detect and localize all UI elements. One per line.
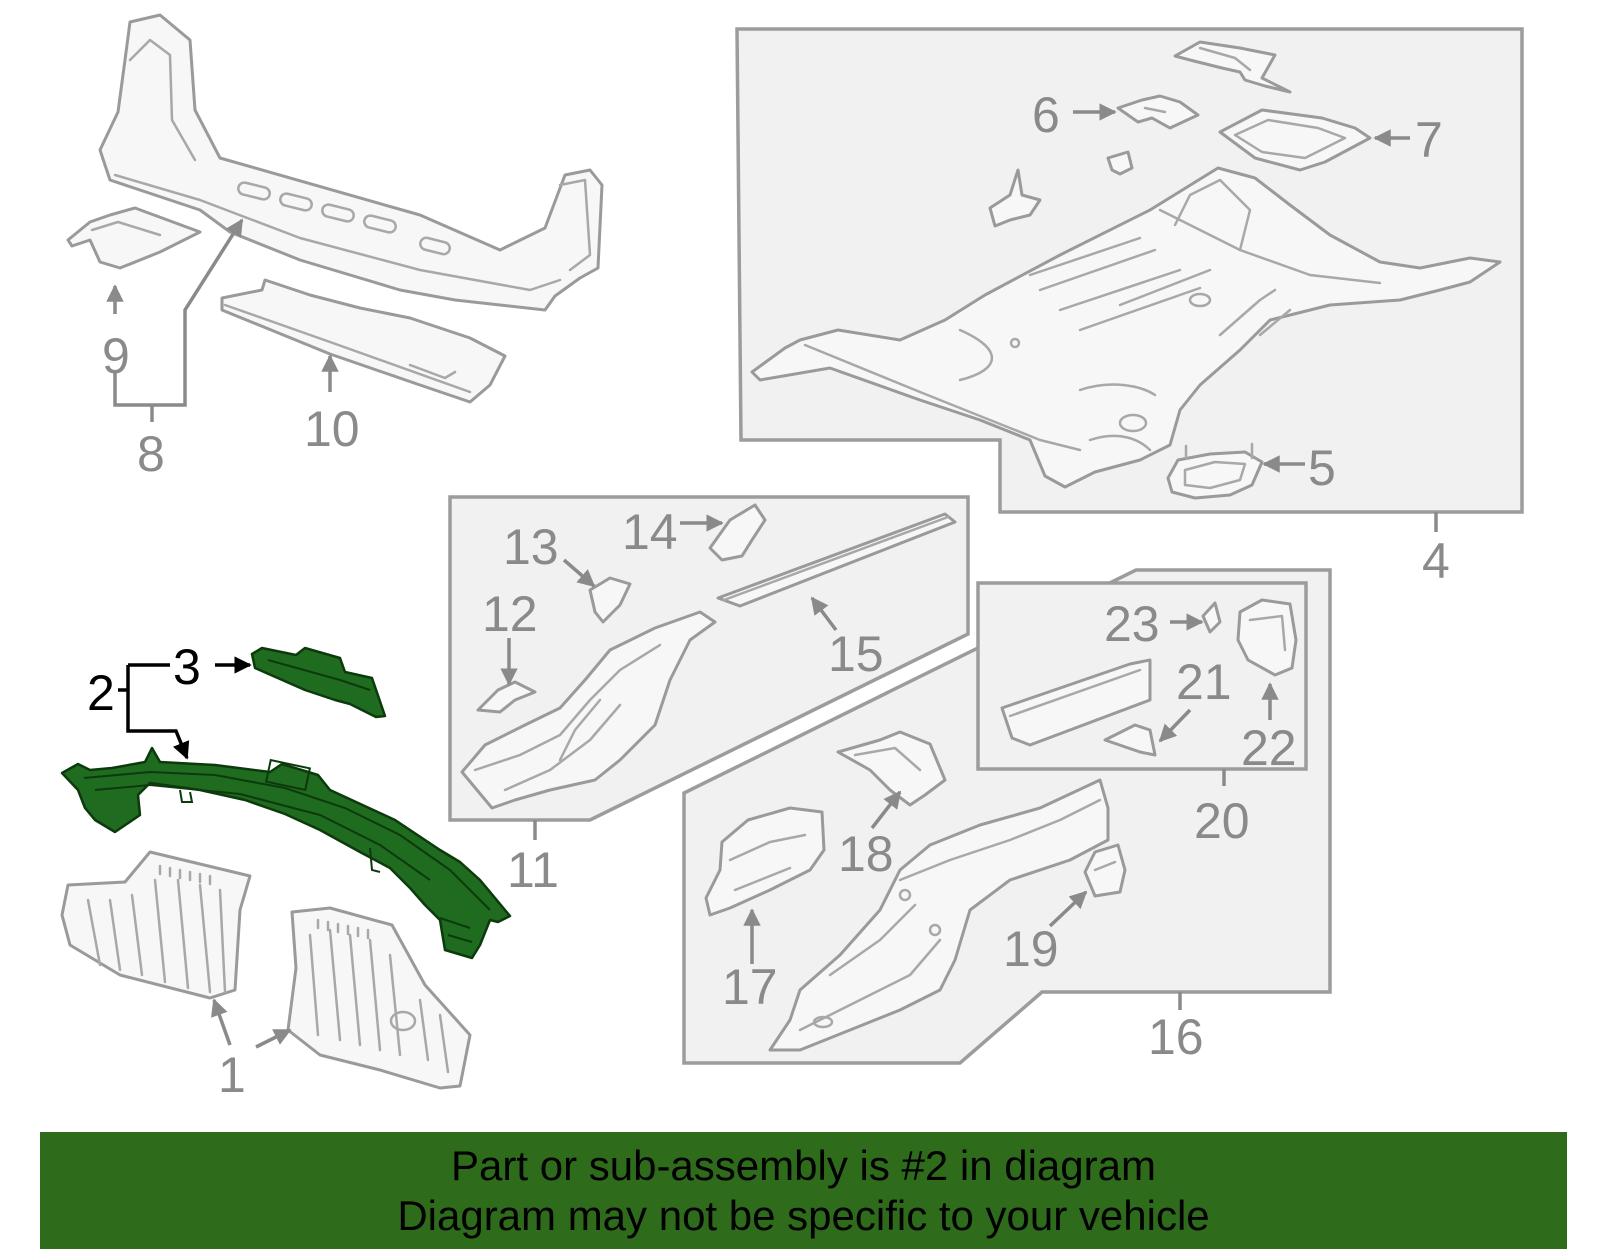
part-6-bracket bbox=[1116, 94, 1200, 130]
leader-1a bbox=[211, 998, 232, 1046]
callout-5: 5 bbox=[1308, 440, 1336, 496]
callout-22: 22 bbox=[1241, 720, 1297, 776]
part-2-crossmember[interactable] bbox=[60, 746, 512, 960]
part-4-top-bracket bbox=[1173, 40, 1292, 94]
callout-14: 14 bbox=[622, 504, 678, 560]
callout-4: 4 bbox=[1422, 533, 1450, 589]
callout-15: 15 bbox=[828, 626, 884, 682]
banner-line-1: Part or sub-assembly is #2 in diagram bbox=[451, 1141, 1156, 1189]
callout-7: 7 bbox=[1415, 112, 1443, 168]
part-12-bracket bbox=[476, 680, 537, 714]
callout-19: 19 bbox=[1003, 921, 1059, 977]
callout-8: 8 bbox=[137, 426, 165, 482]
leader-1b bbox=[255, 1028, 292, 1049]
callout-11: 11 bbox=[507, 842, 559, 898]
leader-19 bbox=[1048, 890, 1088, 928]
info-banner: Part or sub-assembly is #2 in diagram Di… bbox=[40, 1132, 1567, 1249]
part-5-spare-well bbox=[1166, 442, 1264, 500]
part-1-left-panel bbox=[60, 850, 252, 1000]
part-17-bracket bbox=[704, 806, 826, 917]
callout-2: 2 bbox=[87, 665, 115, 721]
callout-10: 10 bbox=[304, 401, 360, 457]
part-10-crossmember bbox=[220, 278, 507, 404]
callout-12: 12 bbox=[482, 586, 538, 642]
part-19-bracket bbox=[1083, 843, 1127, 898]
part-16-rail bbox=[768, 778, 1110, 1052]
leader-13 bbox=[562, 558, 596, 588]
part-23-bracket bbox=[1201, 601, 1222, 634]
callout-6: 6 bbox=[1032, 87, 1060, 143]
callout-1: 1 bbox=[218, 1047, 246, 1103]
part-18-bracket bbox=[836, 730, 947, 807]
callout-21: 21 bbox=[1176, 654, 1232, 710]
leader-18 bbox=[870, 790, 902, 830]
callout-13: 13 bbox=[503, 519, 559, 575]
bracket-8 bbox=[113, 218, 244, 407]
callout-16: 16 bbox=[1148, 1009, 1204, 1065]
part-8-upper-rail bbox=[98, 13, 604, 312]
part-20-channel bbox=[1000, 658, 1152, 747]
leader-15 bbox=[810, 596, 838, 632]
bracket-2 bbox=[126, 663, 187, 758]
part-21-bracket bbox=[1103, 723, 1157, 757]
callout-23: 23 bbox=[1104, 596, 1160, 652]
banner-line-2: Diagram may not be specific to your vehi… bbox=[397, 1191, 1210, 1239]
callout-9: 9 bbox=[102, 328, 130, 384]
part-3-reinforcement bbox=[250, 646, 387, 719]
callout-20: 20 bbox=[1194, 793, 1250, 849]
callout-18: 18 bbox=[838, 826, 894, 882]
part-14-bracket bbox=[708, 503, 767, 562]
part-4-floor-pan bbox=[750, 166, 1502, 489]
part-22-bracket bbox=[1236, 598, 1298, 677]
callout-17: 17 bbox=[722, 959, 778, 1015]
part-1-right-panel bbox=[286, 906, 472, 1090]
part-15-strip bbox=[716, 512, 957, 608]
part-4-clip bbox=[1106, 150, 1134, 176]
callout-3: 3 bbox=[173, 639, 201, 695]
part-4-stud-bracket bbox=[988, 168, 1042, 228]
part-7-plate bbox=[1218, 108, 1372, 172]
leader-21 bbox=[1158, 708, 1192, 743]
part-13-bracket bbox=[588, 576, 632, 624]
part-11-rail bbox=[460, 610, 717, 810]
part-9-bracket bbox=[66, 206, 202, 270]
